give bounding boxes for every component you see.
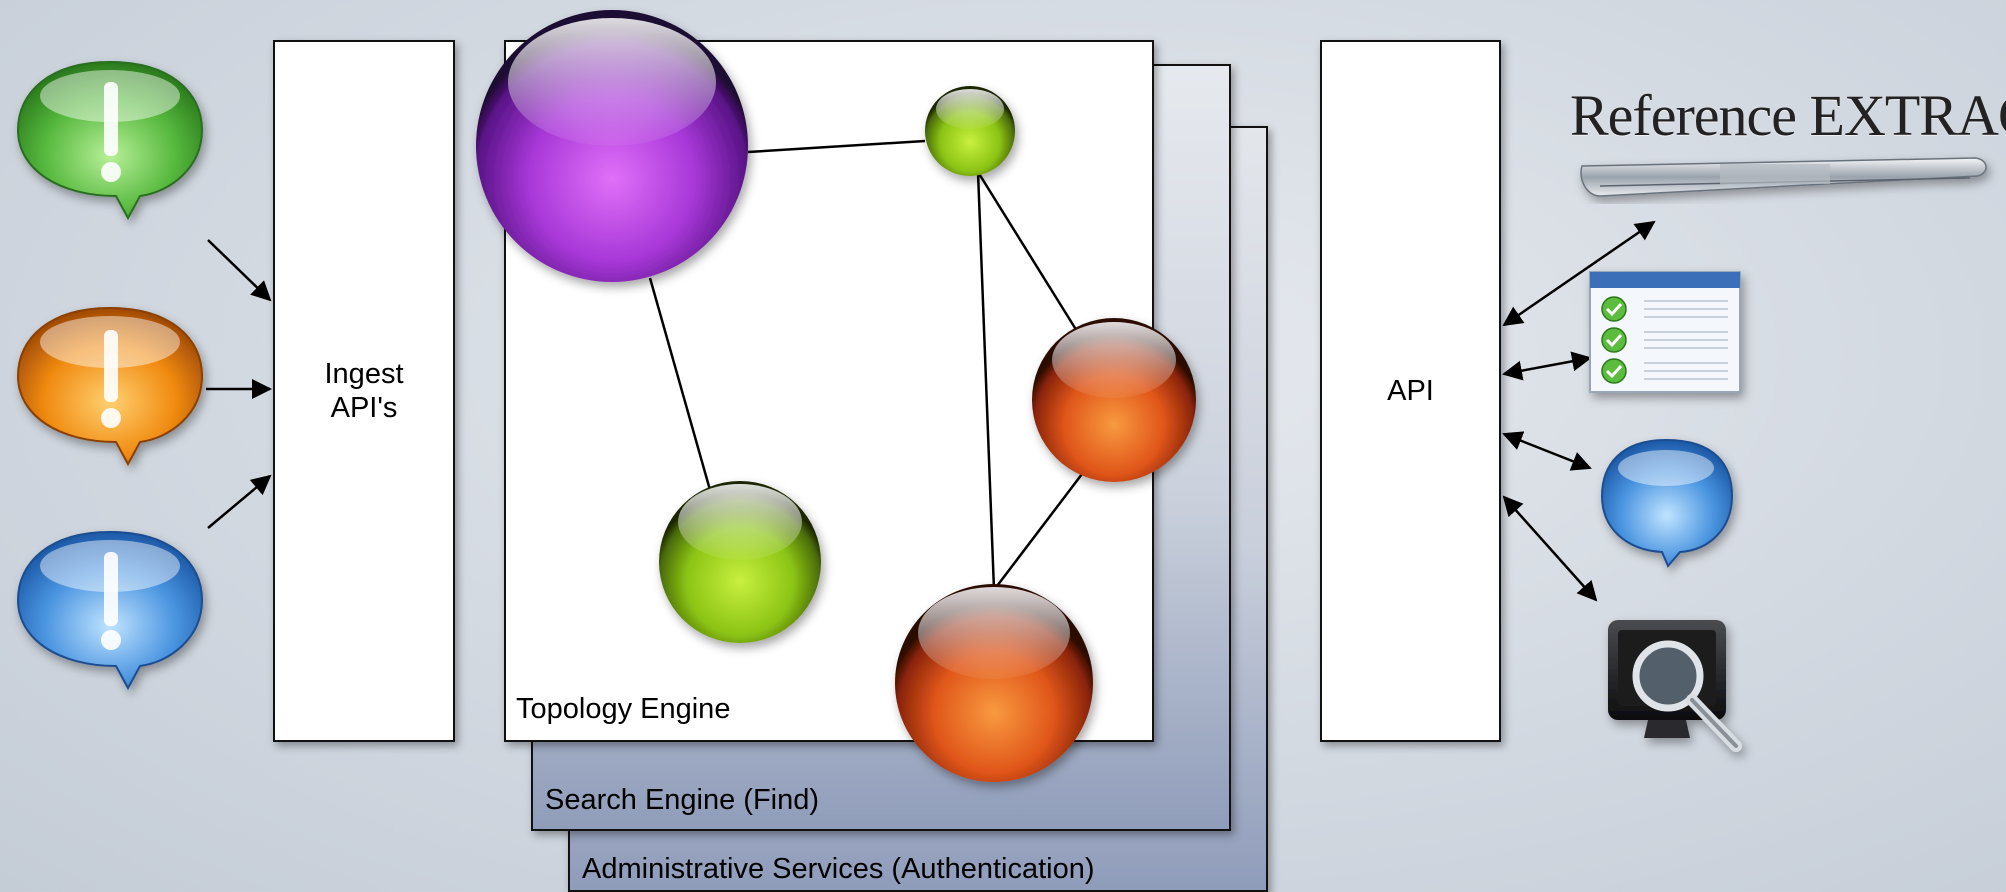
search-monitor-icon [1608, 620, 1742, 752]
green-node-small [925, 86, 1015, 176]
reference-extract-title: Reference EXTRACT [1570, 83, 2006, 148]
arrow-api-bubble [1502, 431, 1592, 471]
edge-purple-to-green-large [648, 277, 712, 491]
api-box: API [1320, 40, 1501, 742]
api-label: API [1387, 375, 1434, 407]
arrow-api-tweezers [1502, 220, 1656, 327]
ingest-api-label: Ingest API's [275, 42, 453, 740]
ingest-api-label-line2: API's [330, 392, 398, 424]
ingest-api-label-line1: Ingest [324, 358, 404, 390]
blue-speech-bubble-icon [1600, 438, 1734, 568]
admin-services-label: Administrative Services (Authentication) [582, 853, 1095, 885]
graph-edges [648, 139, 1083, 591]
input-arrows [206, 239, 272, 529]
graph-nodes [476, 10, 1196, 782]
edge-purple-to-green-small [747, 139, 926, 154]
green-alert-bubble-icon [16, 60, 204, 221]
arrow-api-checklist [1502, 351, 1592, 381]
green-node-large [659, 481, 821, 643]
orange-node-upper [1032, 318, 1196, 482]
blue-alert-bubble-icon [16, 530, 204, 691]
topology-engine-label: Topology Engine [516, 693, 731, 725]
output-arrows [1502, 220, 1656, 602]
arrow-green-to-ingest [207, 239, 272, 302]
checklist-icon [1589, 271, 1741, 393]
arrow-api-monitor [1502, 495, 1598, 602]
arrow-blue-to-ingest [207, 474, 272, 529]
edge-orange-upper-to-orange-lower [993, 473, 1083, 591]
orange-node-lower [895, 584, 1093, 782]
ingest-api-box: Ingest API's [273, 40, 455, 742]
orange-alert-bubble-icon [16, 306, 204, 467]
edge-green-small-to-orange-upper [976, 171, 1082, 337]
search-engine-label: Search Engine (Find) [545, 784, 820, 816]
tweezers-icon [1580, 157, 1987, 197]
edge-green-small-to-orange-lower [976, 171, 996, 591]
purple-node [476, 10, 748, 282]
